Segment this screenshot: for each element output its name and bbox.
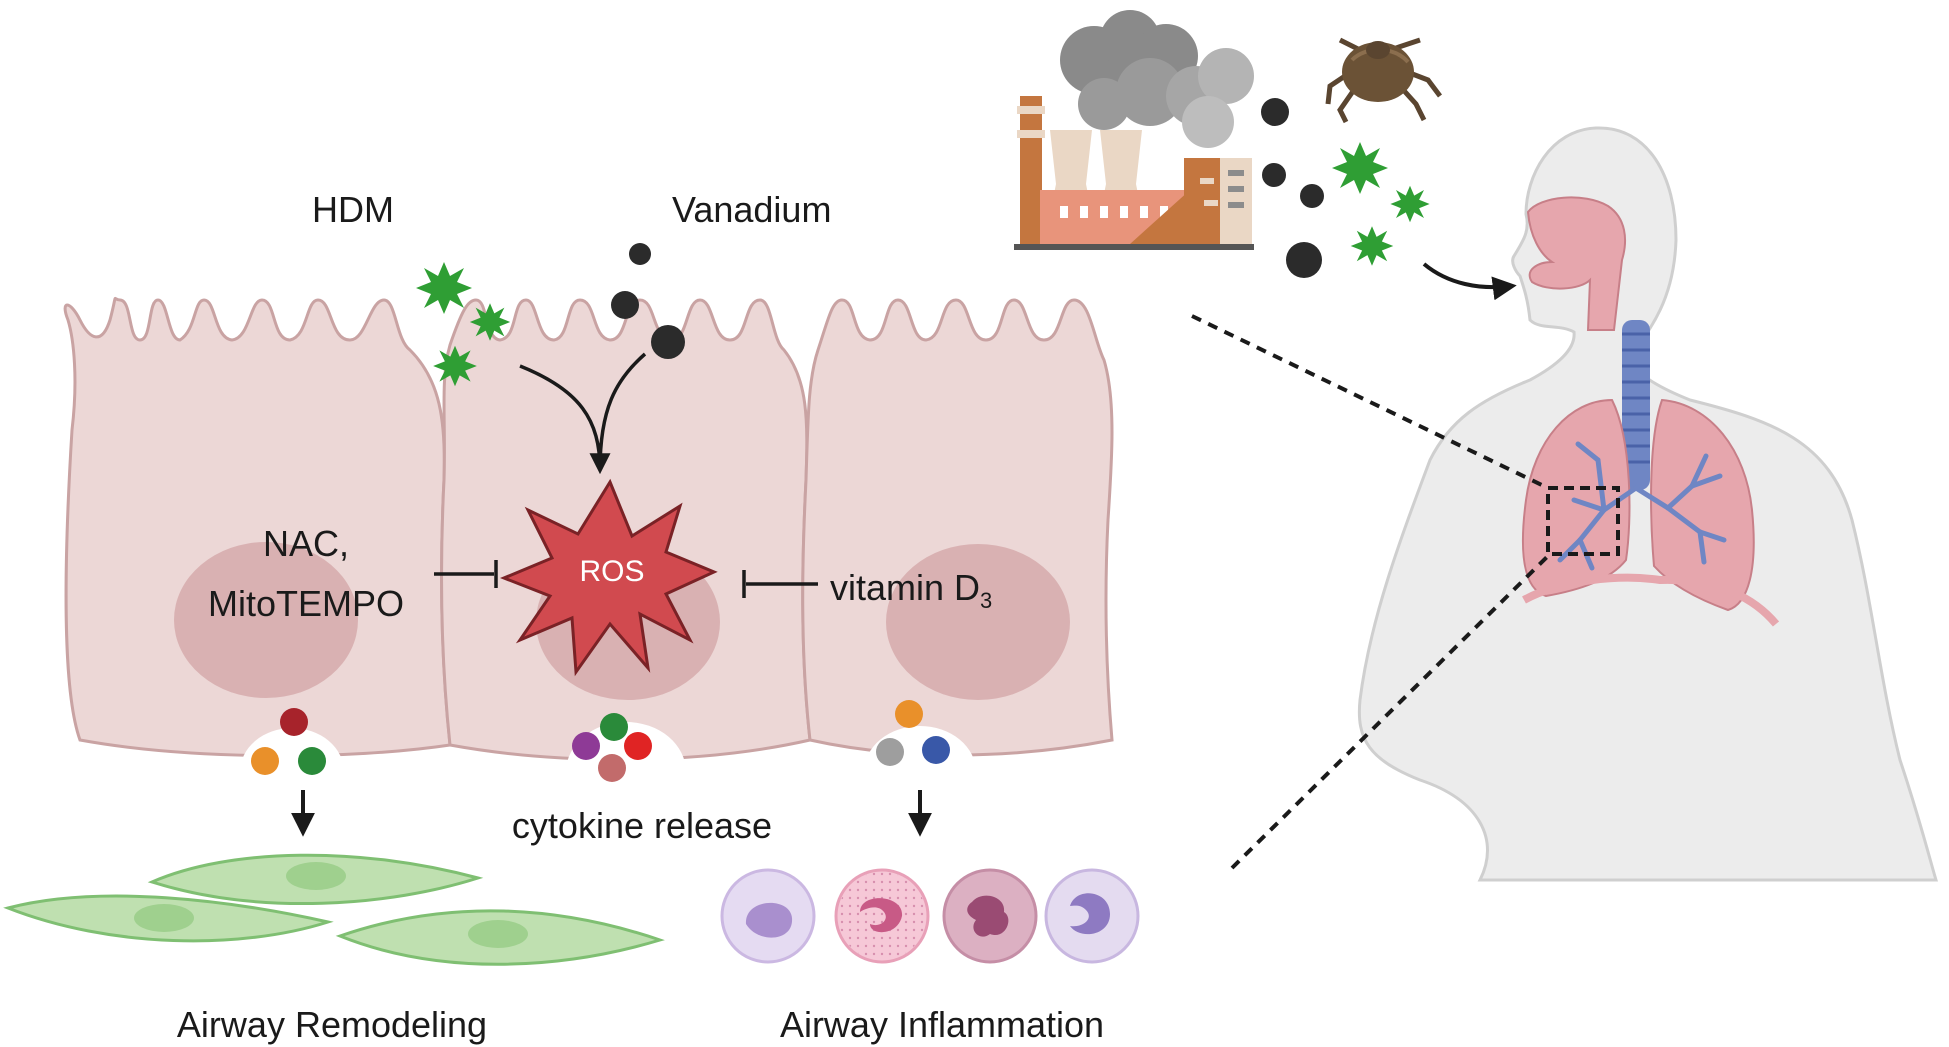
human-figure	[1357, 126, 1939, 882]
zoom-connector-bottom	[1230, 552, 1552, 870]
cytokines-right	[876, 700, 950, 766]
arrow-vanadium-to-ros	[598, 352, 647, 471]
zoom-connector-top	[1191, 314, 1549, 490]
zoom-region-box	[1546, 486, 1620, 556]
nasal-cavity	[1526, 196, 1627, 331]
nucleus-right	[886, 544, 1070, 700]
vitamin-d3-subscript: 3	[980, 588, 992, 613]
vanadium-label: Vanadium	[672, 189, 831, 230]
smooth-muscle-nucleus	[134, 904, 194, 932]
smooth-muscle-nucleus	[468, 920, 528, 948]
mite-allergen	[1332, 142, 1388, 194]
hdm-label: HDM	[312, 189, 394, 230]
immune-cells	[720, 868, 1140, 964]
factory-pollution	[1014, 10, 1254, 250]
cytokine-release-label: cytokine release	[512, 805, 772, 846]
vitamin-d3-label: vitamin D3	[830, 567, 992, 613]
vitamin-d3-main: vitamin D	[830, 567, 980, 608]
cytokine-sphere	[600, 713, 628, 741]
mite-allergen	[1390, 185, 1430, 223]
cytokines-left	[251, 708, 326, 775]
smooth-muscle-cells	[3, 853, 665, 966]
smoke-cloud	[1060, 10, 1254, 148]
vanadium-particles	[611, 243, 685, 359]
airborne-particles	[1261, 98, 1517, 301]
allergen-particle	[469, 303, 511, 341]
cytokine-sphere	[922, 736, 950, 764]
ros-label: ROS	[579, 555, 644, 588]
pollution-particle	[1261, 98, 1289, 126]
vanadium-particle	[629, 243, 651, 265]
vanadium-particle	[651, 325, 685, 359]
eosinophil-cell	[834, 868, 930, 964]
pollution-particle	[1300, 184, 1324, 208]
smooth-muscle-nucleus	[286, 862, 346, 890]
pollution-particle	[1262, 163, 1286, 187]
basophil-cell	[1044, 868, 1140, 964]
cytokine-sphere	[280, 708, 308, 736]
bronchial-tree	[1557, 441, 1727, 571]
neutrophil-cell	[942, 868, 1038, 964]
cytokine-sphere	[251, 747, 279, 775]
cytokine-sphere	[298, 747, 326, 775]
arrow-inhalation	[1422, 262, 1517, 301]
cytokine-sphere	[876, 738, 904, 766]
pollution-particle	[1286, 242, 1322, 278]
vanadium-particle	[611, 291, 639, 319]
cytokine-sphere	[598, 754, 626, 782]
diaphragm	[1522, 573, 1780, 627]
inhibitor-nac	[434, 560, 498, 588]
inhibitor-vitamin-d3	[742, 570, 818, 598]
cytokine-sphere	[624, 732, 652, 760]
cytokine-sphere	[895, 700, 923, 728]
airway-inflammation-label: Airway Inflammation	[780, 1004, 1104, 1045]
body-silhouette	[1357, 126, 1939, 882]
allergen-particle	[433, 345, 477, 387]
hdm-allergens	[416, 262, 511, 387]
mitotempo-label: MitoTEMPO	[208, 583, 404, 624]
nac-label: NAC,	[263, 523, 349, 564]
macrophage-cell	[720, 868, 816, 964]
dust-mite	[1325, 37, 1442, 124]
cytokine-sphere	[572, 732, 600, 760]
airway-remodeling-label: Airway Remodeling	[177, 1004, 487, 1045]
mite-allergen	[1350, 226, 1394, 266]
cytokines-middle	[572, 713, 652, 782]
ros-burst	[499, 478, 718, 677]
chimney	[1020, 96, 1042, 244]
nucleus-left	[174, 542, 358, 698]
lung-right	[1650, 398, 1755, 612]
allergen-particle	[416, 262, 472, 314]
